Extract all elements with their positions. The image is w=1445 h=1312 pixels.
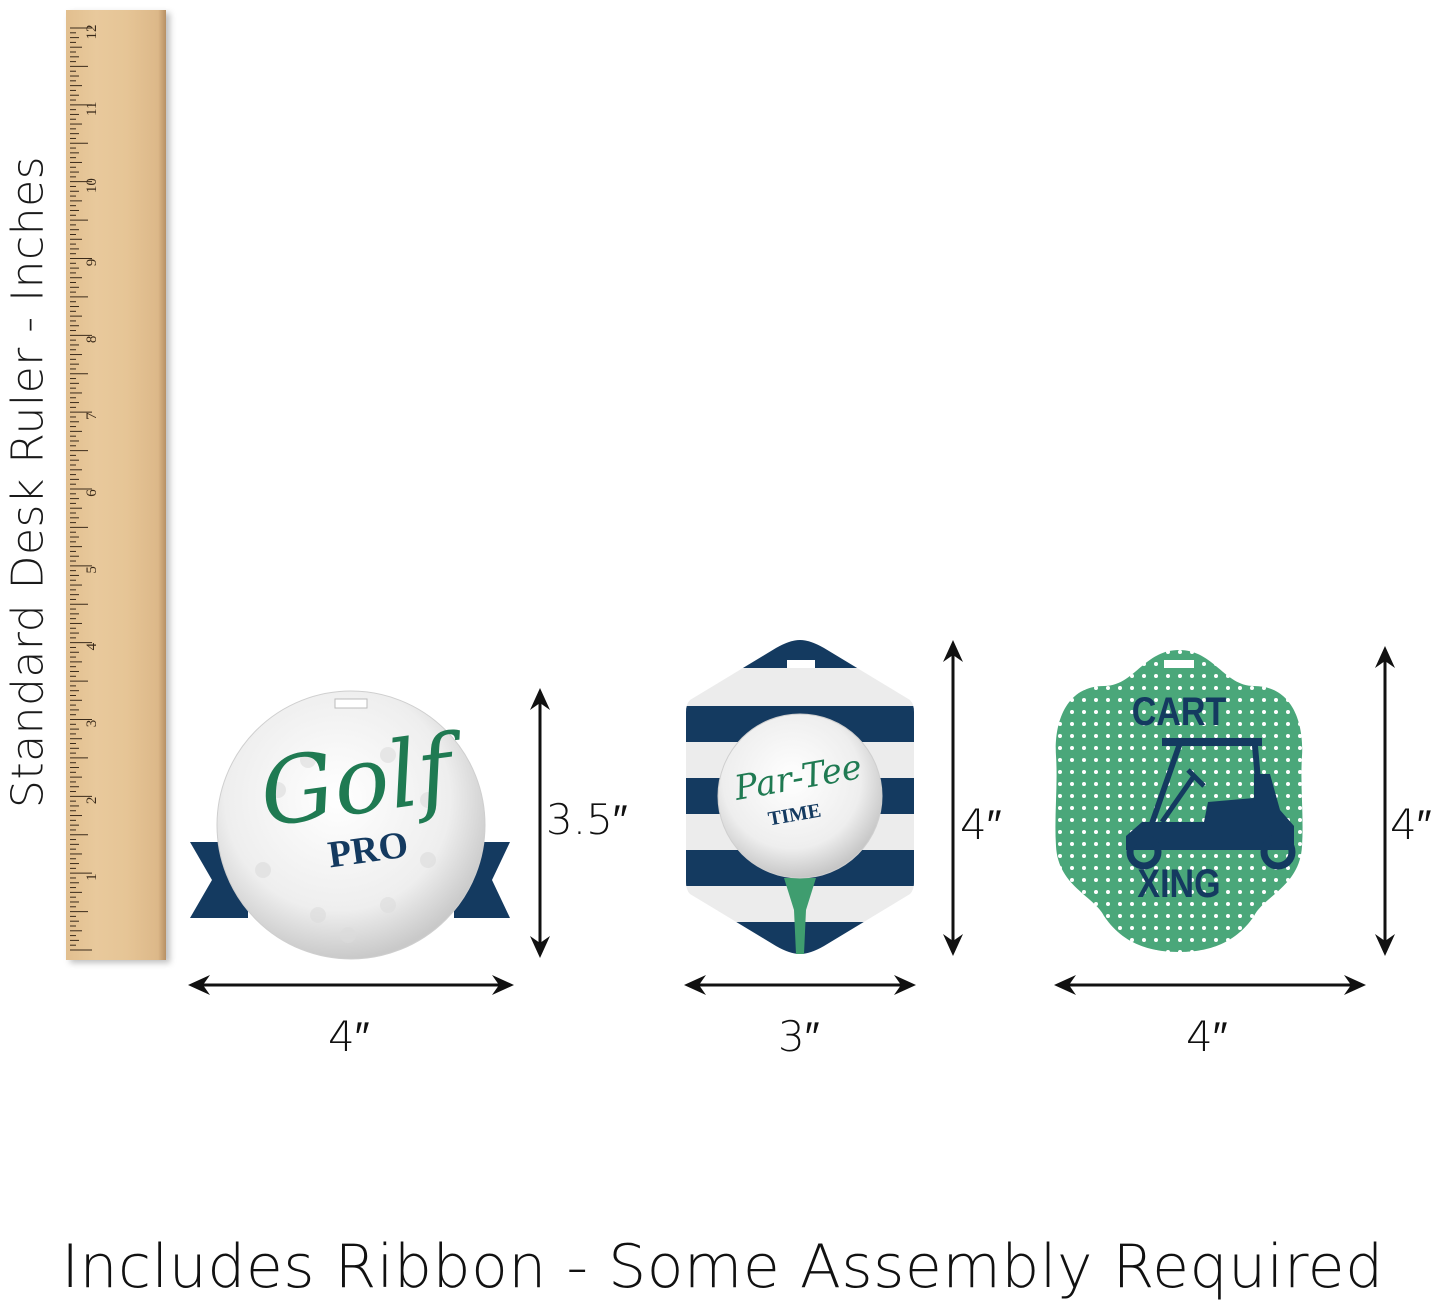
width-arrow-icon bbox=[684, 975, 916, 995]
ruler-number: 2 bbox=[84, 797, 100, 805]
cart-xing-width-label: 4″ bbox=[1186, 1012, 1228, 1061]
xing-text: XING bbox=[1137, 862, 1221, 906]
width-arrow-icon bbox=[188, 975, 514, 995]
ruler-number: 3 bbox=[84, 720, 100, 728]
ruler-number: 10 bbox=[84, 178, 100, 193]
ruler-number: 12 bbox=[84, 25, 100, 40]
ruler-number: 9 bbox=[84, 259, 100, 267]
ruler-number: 4 bbox=[84, 642, 100, 650]
striped-hexagon-tag-icon bbox=[686, 640, 914, 954]
golf-ball-ribbon-icon bbox=[190, 690, 510, 960]
width-arrow-icon bbox=[1054, 975, 1366, 995]
ruler-caption-text: Standard Desk Ruler - Inches bbox=[2, 155, 54, 809]
ruler-number: 11 bbox=[84, 102, 100, 116]
cart-xing-tag: CART XING bbox=[1054, 646, 1304, 956]
ruler-number: 6 bbox=[84, 489, 100, 497]
height-arrow-icon bbox=[1375, 646, 1395, 956]
scalloped-tag-icon bbox=[1055, 650, 1303, 952]
cart-text: CART bbox=[1131, 690, 1227, 734]
golf-pro-width-label: 4″ bbox=[328, 1012, 370, 1061]
par-tee-width-label: 3″ bbox=[778, 1012, 820, 1061]
ruler-caption: Standard Desk Ruler - Inches bbox=[0, 92, 56, 872]
ruler-number: 7 bbox=[84, 412, 100, 420]
ruler-number: 1 bbox=[84, 873, 100, 881]
par-tee-time-tag: Par-Tee TIME bbox=[684, 638, 916, 954]
golf-cart-icon bbox=[1126, 738, 1294, 850]
ruler-number: 8 bbox=[84, 336, 100, 344]
height-arrow-icon bbox=[943, 640, 963, 956]
golf-pro-tag: Golf PRO bbox=[188, 690, 514, 960]
cart-xing-height-label: 4″ bbox=[1390, 800, 1432, 849]
par-tee-height-label: 4″ bbox=[960, 800, 1002, 849]
assembly-caption: Includes Ribbon - Some Assembly Required bbox=[61, 1232, 1384, 1302]
golf-pro-height-label: 3.5″ bbox=[546, 795, 628, 844]
ruler-number: 5 bbox=[84, 566, 100, 574]
height-arrow-icon bbox=[530, 688, 550, 958]
